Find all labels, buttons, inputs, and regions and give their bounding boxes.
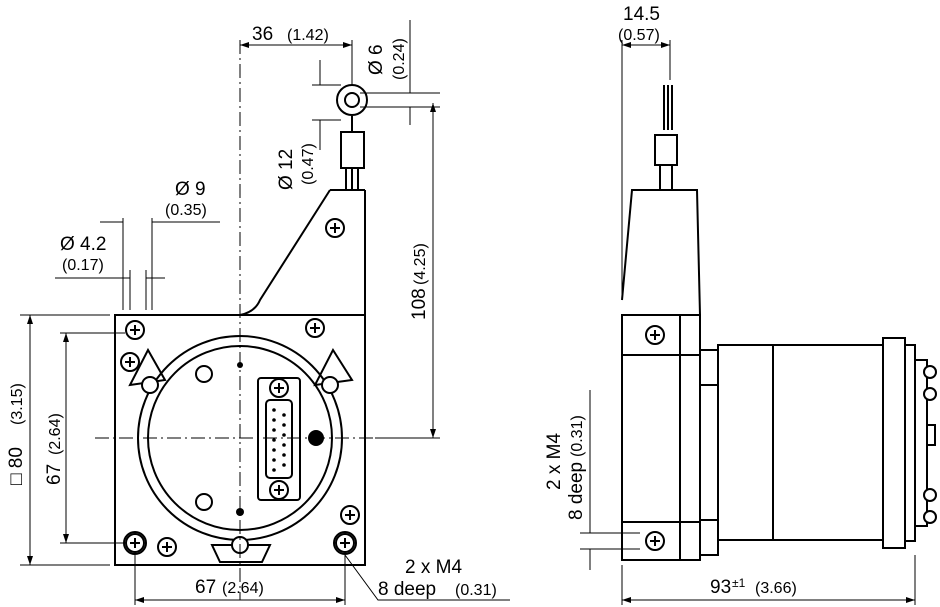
dim-93-label: 93 xyxy=(710,577,731,598)
dim-d12-inch: (0.47) xyxy=(300,143,317,185)
thread-note-inch: (0.31) xyxy=(455,582,497,599)
encoder-flange xyxy=(882,337,906,549)
sub-d-connector xyxy=(257,377,301,501)
front-view: 36 (1.42) Ø 6 (0.24) Ø 12 (0.47) 108 (4.… xyxy=(6,20,510,605)
dim-d42-label: Ø 4.2 xyxy=(60,234,106,255)
bracket xyxy=(239,189,366,316)
dim-d12-label: Ø 12 xyxy=(276,149,297,190)
side-thread-note-line1: 2 x M4 xyxy=(544,433,565,490)
encoder-body xyxy=(717,344,884,541)
dim-80-inch: (3.15) xyxy=(9,383,26,425)
thread-note-line2: 8 deep xyxy=(378,579,436,600)
drum-housing-top xyxy=(621,189,701,316)
dim-67-horizontal-inch: (2.64) xyxy=(222,580,264,597)
side-thread-note-inch: (0.31) xyxy=(569,415,586,457)
dim-108-label: 108 xyxy=(409,288,430,320)
thread-note-line1: 2 x M4 xyxy=(405,557,462,578)
dim-108-inch: (4.25) xyxy=(412,243,429,285)
dim-145-label: 14.5 xyxy=(623,4,660,25)
dim-67-horizontal-label: 67 xyxy=(195,577,216,598)
cable-clip-side xyxy=(654,134,678,166)
side-view: 14.5 (0.57) 2 x M4 8 deep (0.31) 93 ±1 (… xyxy=(544,4,937,605)
body-side xyxy=(621,314,701,561)
dim-80-label: □ 80 xyxy=(6,447,27,485)
dim-36-label: 36 xyxy=(252,24,273,45)
dim-d9-inch: (0.35) xyxy=(165,202,207,219)
side-thread-note-line2: 8 deep xyxy=(566,462,587,520)
dim-145-inch: (0.57) xyxy=(618,27,660,44)
dim-d6-inch: (0.24) xyxy=(391,38,408,80)
dim-d6-label: Ø 6 xyxy=(366,44,387,75)
cable-clip xyxy=(340,131,365,169)
dim-67-vertical-label: 67 xyxy=(44,464,65,485)
dim-93-inch: (3.66) xyxy=(755,580,797,597)
screw-icon xyxy=(325,218,345,238)
dim-d42-inch: (0.17) xyxy=(62,257,104,274)
dim-93-tolerance: ±1 xyxy=(732,576,746,590)
dim-d9-label: Ø 9 xyxy=(175,179,206,200)
dim-67-vertical-inch: (2.64) xyxy=(47,413,64,455)
dim-36-inch: (1.42) xyxy=(287,27,329,44)
